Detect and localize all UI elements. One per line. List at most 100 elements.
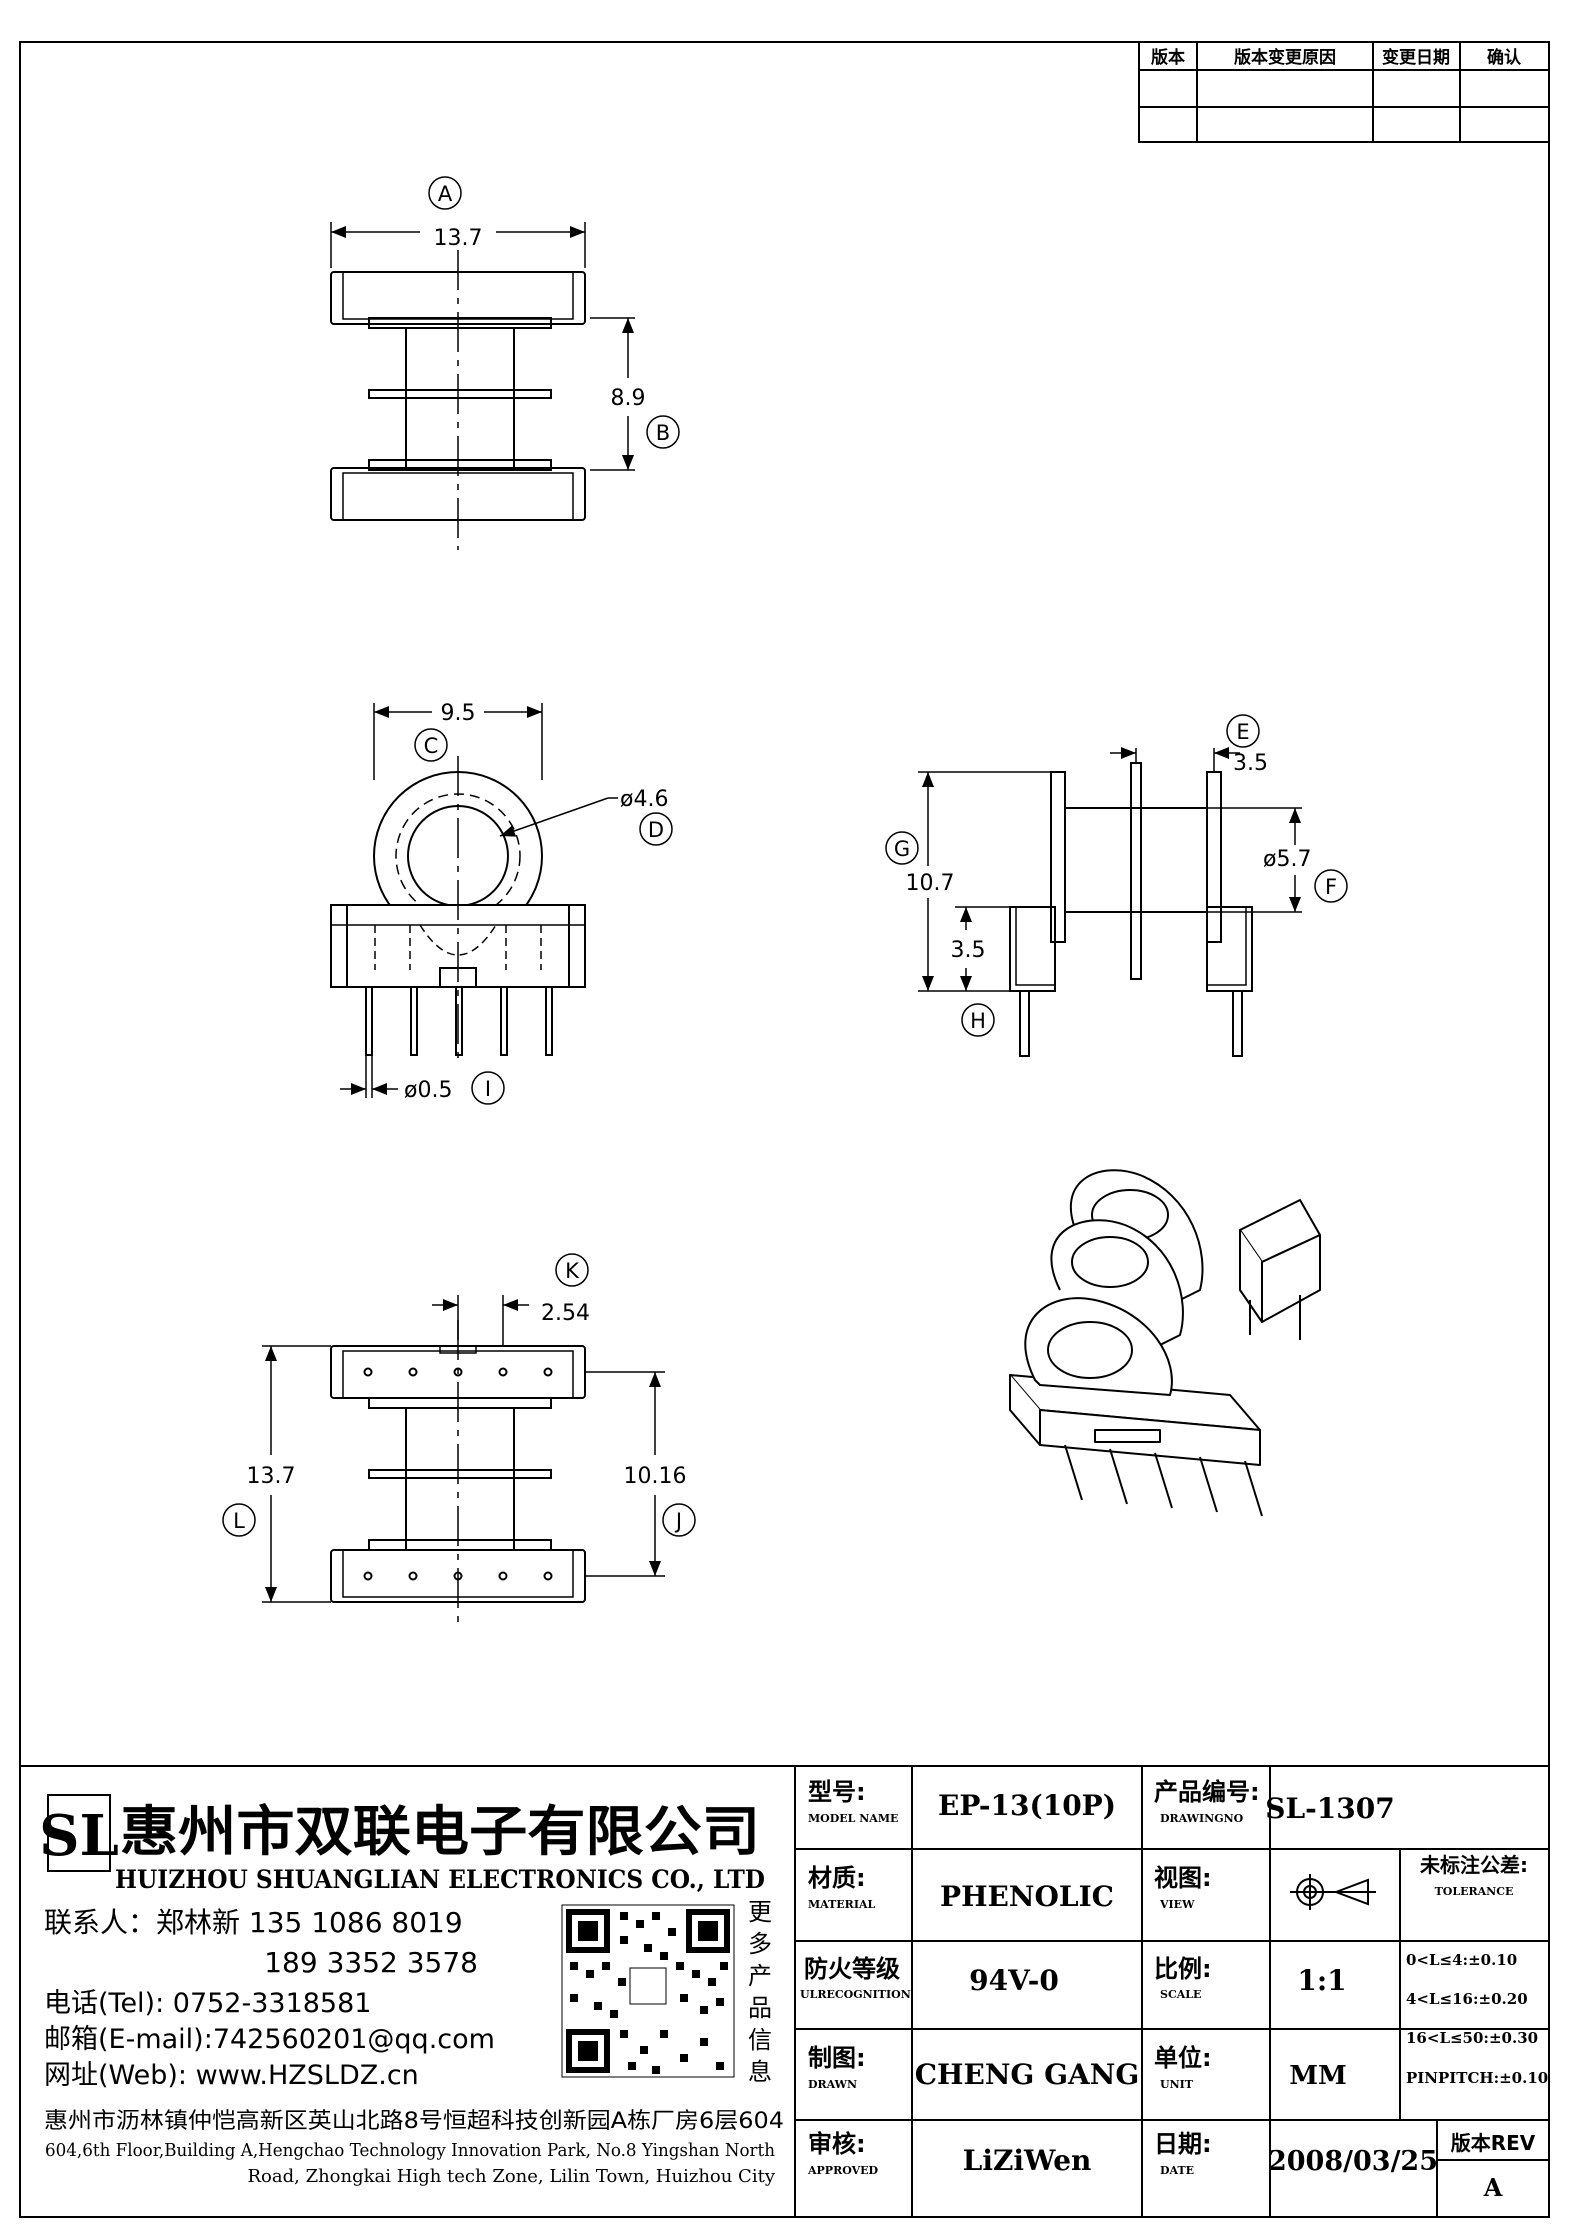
dim-C-letter: C <box>424 734 439 758</box>
svg-text:SL: SL <box>39 1803 119 1869</box>
dim-I-value: ø0.5 <box>404 1078 452 1103</box>
contact-web: 网址(Web): www.HZSLDZ.cn <box>44 2060 419 2091</box>
contact-email: 邮箱(E-mail):742560201@qq.com <box>44 2024 495 2055</box>
dim-I <box>340 1055 505 1105</box>
top-view <box>330 250 586 550</box>
projection-symbol-icon <box>1290 1874 1376 1910</box>
contact-tel: 电话(Tel): 0752-3318581 <box>44 1988 371 2019</box>
dim-A <box>330 176 586 268</box>
qr-code <box>561 1904 735 2078</box>
tolerance-label-en: TOLERANCE <box>1435 1885 1514 1898</box>
unit-label-en: UNIT <box>1160 2078 1194 2091</box>
dim-K-letter: K <box>565 1259 580 1283</box>
side-view <box>1009 762 1253 1057</box>
address-en-2: Road, Zhongkai High tech Zone, Lilin Tow… <box>248 2166 776 2187</box>
view-label-en: VIEW <box>1159 1898 1195 1911</box>
fire-value: 94V-0 <box>969 1964 1059 1997</box>
dim-J-letter: J <box>674 1509 682 1533</box>
dim-E <box>1110 714 1260 772</box>
dim-L-letter: L <box>233 1509 245 1533</box>
drawn-label-en: DRAWN <box>808 2078 857 2091</box>
scale-label-en: SCALE <box>1160 1988 1201 2001</box>
company-name-cn: 惠州市双联电子有限公司 <box>120 1799 760 1863</box>
dim-K <box>432 1253 589 1346</box>
approved-label-en: APPROVED <box>807 2164 879 2177</box>
tolerance-label: 未标注公差: <box>1420 1853 1528 1877</box>
svg-text:0<L≤4:±0.10: 0<L≤4:±0.10 <box>1406 1951 1517 1969</box>
rev-header-confirm: 确认 <box>1487 47 1522 68</box>
svg-text:品: 品 <box>748 1994 772 2022</box>
svg-text:4<L≤16:±0.20: 4<L≤16:±0.20 <box>1406 1990 1528 2008</box>
material-label-en: MATERIAL <box>808 1898 876 1911</box>
svg-text:产: 产 <box>748 1962 772 1990</box>
model-label-en: MODEL NAME <box>808 1812 898 1825</box>
isometric-view <box>1009 1169 1321 1517</box>
dim-L-value: 13.7 <box>247 1464 296 1489</box>
dim-C-value: 9.5 <box>441 701 476 726</box>
rev-value: A <box>1483 2173 1503 2202</box>
view-label: 视图: <box>1154 1864 1212 1892</box>
dim-B-value: 8.9 <box>611 386 646 411</box>
model-label: 型号: <box>808 1778 866 1806</box>
dim-I-letter: I <box>485 1077 491 1101</box>
dim-A-letter: A <box>438 182 453 206</box>
fire-label-en: ULRECOGNITION <box>800 1988 911 2001</box>
dim-K-value: 2.54 <box>541 1301 590 1326</box>
tolerance-list: 0<L≤4:±0.10 4<L≤16:±0.20 16<L≤50:±0.30 P… <box>1406 1951 1548 2087</box>
dim-C <box>373 703 543 780</box>
dim-E-value: 3.5 <box>1233 751 1268 776</box>
address-en-1: 604,6th Floor,Building A,Hengchao Techno… <box>45 2140 775 2161</box>
approved-label: 审核: <box>808 2130 866 2158</box>
material-label: 材质: <box>808 1864 866 1892</box>
material-value: PHENOLIC <box>940 1880 1114 1913</box>
dim-D-letter: D <box>648 818 664 842</box>
svg-text:PINPITCH:±0.10: PINPITCH:±0.10 <box>1406 2069 1548 2087</box>
dim-G <box>885 771 1051 992</box>
svg-text:多: 多 <box>748 1930 772 1958</box>
bottom-view <box>330 1320 586 1625</box>
drawingno-label: 产品编号: <box>1154 1778 1260 1806</box>
dim-B-letter: B <box>656 421 670 445</box>
dim-J-value: 10.16 <box>624 1464 687 1489</box>
dim-D-value: ø4.6 <box>620 787 668 812</box>
svg-text:更: 更 <box>748 1898 772 1926</box>
drawn-value: CHENG GANG <box>915 2058 1139 2091</box>
revision-table <box>1138 41 1550 143</box>
model-value: EP-13(10P) <box>938 1789 1116 1822</box>
dim-H-letter: H <box>970 1009 986 1033</box>
scale-label: 比例: <box>1154 1955 1212 1983</box>
dim-G-letter: G <box>894 837 910 861</box>
dim-F <box>1207 807 1348 913</box>
scale-value: 1:1 <box>1297 1964 1346 1997</box>
fire-label: 防火等级 <box>804 1955 900 1983</box>
dim-F-value: ø5.7 <box>1263 847 1311 872</box>
front-view <box>330 756 586 1065</box>
contact-line1: 联系人：郑林新 135 1086 8019 <box>44 1906 463 1939</box>
dim-H-value: 3.5 <box>951 938 986 963</box>
dim-H <box>955 906 1010 1037</box>
unit-label: 单位: <box>1154 2044 1212 2072</box>
rev-label: 版本REV <box>1451 2131 1536 2155</box>
address-cn: 惠州市沥林镇仲恺高新区英山北路8号恒超科技创新园A栋厂房6层604 <box>44 2109 784 2134</box>
dim-A-value: 13.7 <box>434 226 483 251</box>
unit-value: MM <box>1289 2061 1347 2091</box>
rev-header-date: 变更日期 <box>1382 47 1450 68</box>
drawingno-label-en: DRAWINGNO <box>1160 1812 1244 1825</box>
rev-header-reason: 版本变更原因 <box>1234 47 1336 68</box>
qr-caption: 更 多 产 品 信 息 <box>748 1898 772 2086</box>
dim-F-letter: F <box>1325 875 1337 899</box>
svg-text:息: 息 <box>748 2058 772 2086</box>
rev-header-version: 版本 <box>1151 47 1185 68</box>
svg-text:信: 信 <box>748 2026 772 2054</box>
title-block-frame <box>19 1765 1550 2218</box>
company-name-en: HUIZHOU SHUANGLIAN ELECTRONICS CO., LTD <box>115 1865 765 1894</box>
dim-L <box>222 1345 331 1603</box>
dim-B <box>590 317 680 471</box>
contact-line2: 189 3352 3578 <box>264 1946 478 1979</box>
dim-D <box>499 797 673 846</box>
date-label: 日期: <box>1154 2130 1212 2158</box>
drawingno-value: SL-1307 <box>1265 1792 1394 1825</box>
approved-value: LiZiWen <box>963 2144 1092 2177</box>
dim-E-letter: E <box>1236 720 1249 744</box>
